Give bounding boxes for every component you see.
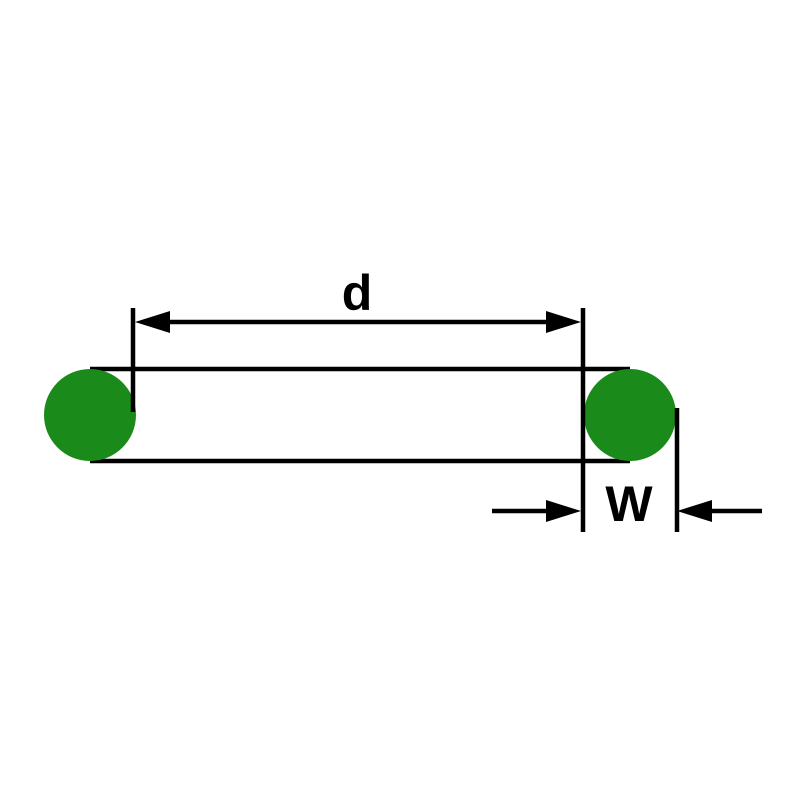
oring-cross-section-left (44, 369, 136, 461)
w-arrowhead-left-icon (546, 500, 581, 522)
w-arrowhead-right-icon (677, 500, 712, 522)
w-label: W (605, 476, 653, 532)
d-arrowhead-left-icon (135, 311, 170, 333)
d-arrowhead-right-icon (546, 311, 581, 333)
d-label: d (342, 265, 373, 321)
oring-cross-section-right (584, 369, 676, 461)
